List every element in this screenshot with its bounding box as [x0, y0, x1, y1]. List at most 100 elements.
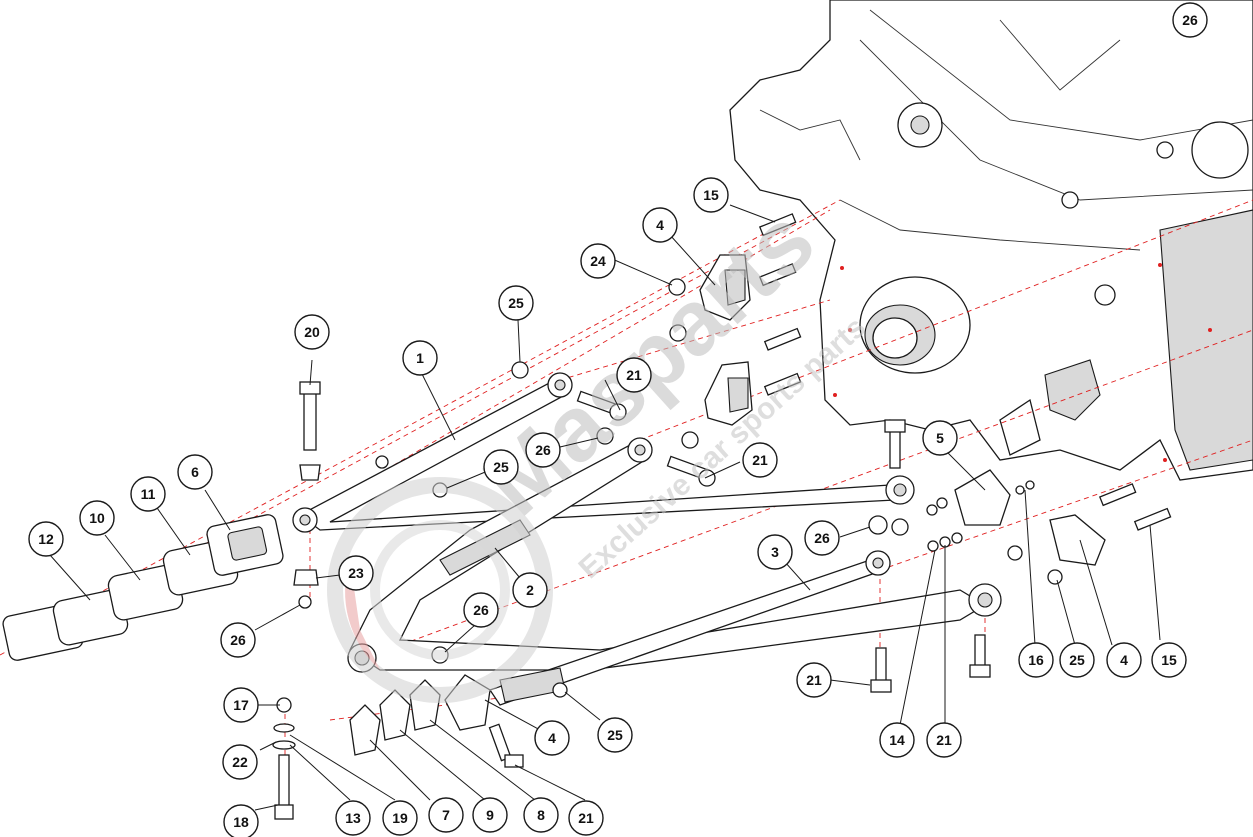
- callout-label: 4: [1120, 652, 1128, 668]
- callout-label: 22: [232, 754, 248, 770]
- callout-circle: [472, 797, 508, 833]
- callout-label: 26: [1182, 12, 1198, 28]
- callout-18: 18: [223, 804, 259, 837]
- callout-21: 21: [616, 357, 652, 393]
- callout-circle: [597, 717, 633, 753]
- leader-lines: [49, 204, 1161, 811]
- callout-circle: [742, 442, 778, 478]
- callout-3: 3: [757, 534, 793, 570]
- callout-circle: [926, 722, 962, 758]
- callout-circle: [498, 285, 534, 321]
- callout-circle: [483, 449, 519, 485]
- callout-label: 23: [348, 565, 364, 581]
- callout-25: 25: [483, 449, 519, 485]
- callout-label: 20: [304, 324, 320, 340]
- callout-bubbles: 1 23 4 4 4 5 6 7 8 9 10 11 12 13 14 15 15 16 17 18 19 20 21 21 2…: [28, 2, 1208, 837]
- callout-label: 21: [578, 810, 594, 826]
- callout-21: 21: [926, 722, 962, 758]
- callout-26: 26: [463, 592, 499, 628]
- callout-label: 21: [936, 732, 952, 748]
- callout-circle: [796, 662, 832, 698]
- callout-circle: [523, 797, 559, 833]
- callout-label: 1: [416, 350, 424, 366]
- callout-26: 26: [525, 432, 561, 468]
- callout-8: 8: [523, 797, 559, 833]
- callout-label: 25: [1069, 652, 1085, 668]
- callout-9: 9: [472, 797, 508, 833]
- callout-25: 25: [498, 285, 534, 321]
- callout-label: 4: [656, 217, 664, 233]
- callout-circle: [922, 420, 958, 456]
- callout-16: 16: [1018, 642, 1054, 678]
- callout-7: 7: [428, 797, 464, 833]
- callout-circle: [428, 797, 464, 833]
- callout-15: 15: [693, 177, 729, 213]
- mount-brackets: [444, 254, 1106, 731]
- callout-label: 21: [752, 452, 768, 468]
- callout-label: 17: [233, 697, 249, 713]
- callout-label: 25: [493, 459, 509, 475]
- callout-14: 14: [879, 722, 915, 758]
- callout-circle: [693, 177, 729, 213]
- callout-20: 20: [294, 314, 330, 350]
- callout-label: 16: [1028, 652, 1044, 668]
- callout-13: 13: [335, 800, 371, 836]
- callout-21: 21: [742, 442, 778, 478]
- callout-5: 5: [922, 420, 958, 456]
- callout-circle: [338, 555, 374, 591]
- callout-4: 4: [534, 720, 570, 756]
- callout-label: 21: [626, 367, 642, 383]
- callout-10: 10: [79, 500, 115, 536]
- callout-6: 6: [177, 454, 213, 490]
- callout-label: 11: [141, 486, 156, 502]
- callout-circle: [223, 687, 259, 723]
- callout-23: 23: [338, 555, 374, 591]
- callout-circle: [616, 357, 652, 393]
- callout-label: 26: [230, 632, 246, 648]
- callout-circle: [294, 314, 330, 350]
- callout-circle: [512, 572, 548, 608]
- callout-label: 14: [889, 732, 905, 748]
- callout-label: 18: [233, 814, 249, 830]
- upper-wishbone: [292, 372, 915, 533]
- callout-label: 19: [392, 810, 408, 826]
- callout-circle: [220, 622, 256, 658]
- callout-24: 24: [580, 243, 616, 279]
- callout-circle: [580, 243, 616, 279]
- callout-circle: [335, 800, 371, 836]
- callout-21: 21: [568, 800, 604, 836]
- callout-1: 1: [402, 340, 438, 376]
- callout-circle: [402, 340, 438, 376]
- shims: [2, 514, 441, 756]
- gearbox-housing: [729, 0, 1253, 481]
- callout-label: 15: [703, 187, 719, 203]
- callout-circle: [79, 500, 115, 536]
- callout-circle: [879, 722, 915, 758]
- track-rod: [488, 550, 891, 706]
- callout-label: 15: [1161, 652, 1177, 668]
- callout-label: 7: [442, 807, 450, 823]
- callout-15: 15: [1151, 642, 1187, 678]
- callout-circle: [177, 454, 213, 490]
- callout-circle: [1018, 642, 1054, 678]
- callout-11: 11: [130, 476, 166, 512]
- callout-circle: [382, 800, 418, 836]
- callout-circle: [525, 432, 561, 468]
- callout-circle: [463, 592, 499, 628]
- callout-26: 26: [1172, 2, 1208, 38]
- callout-4: 4: [1106, 642, 1142, 678]
- callout-label: 21: [806, 672, 822, 688]
- callout-circle: [130, 476, 166, 512]
- callout-circle: [1151, 642, 1187, 678]
- callout-label: 5: [936, 430, 944, 446]
- callout-label: 25: [508, 295, 524, 311]
- callout-circle: [804, 520, 840, 556]
- callout-label: 24: [590, 253, 606, 269]
- callout-circle: [642, 207, 678, 243]
- callout-12: 12: [28, 521, 64, 557]
- callout-label: 12: [38, 531, 54, 547]
- callout-label: 9: [486, 807, 494, 823]
- callout-label: 6: [191, 464, 199, 480]
- callout-label: 13: [345, 810, 361, 826]
